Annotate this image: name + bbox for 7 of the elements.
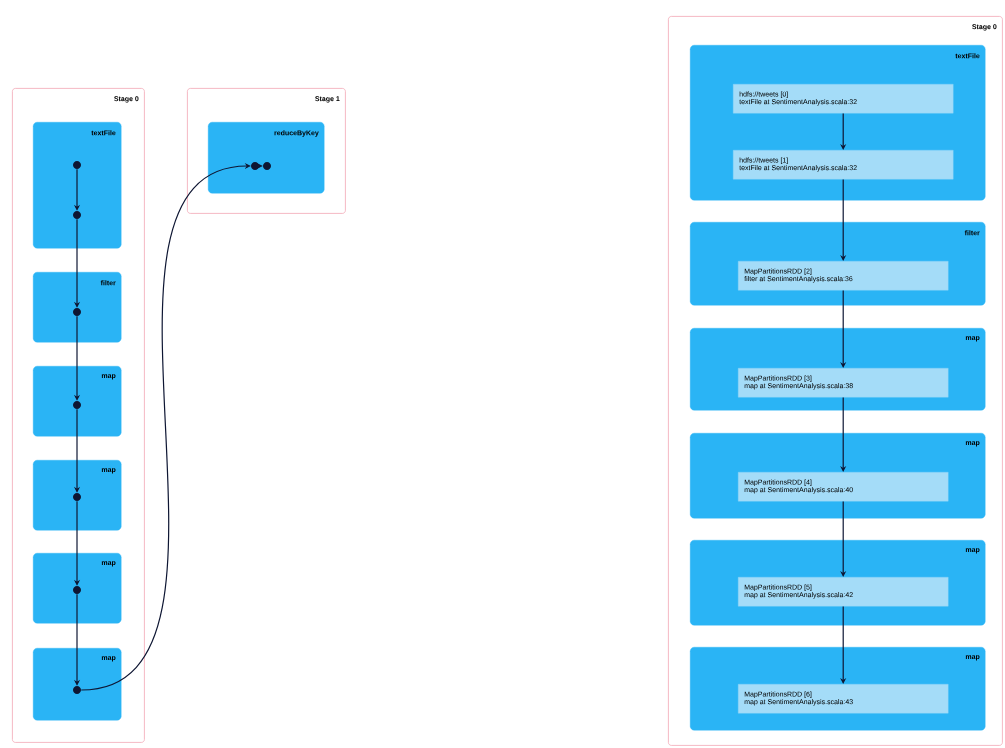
arrow [80, 162, 251, 691]
arrow [840, 112, 847, 150]
arrow [840, 396, 847, 472]
arrow [840, 500, 847, 577]
arrow [840, 289, 847, 368]
arrow [840, 605, 847, 684]
arrow [840, 178, 847, 261]
